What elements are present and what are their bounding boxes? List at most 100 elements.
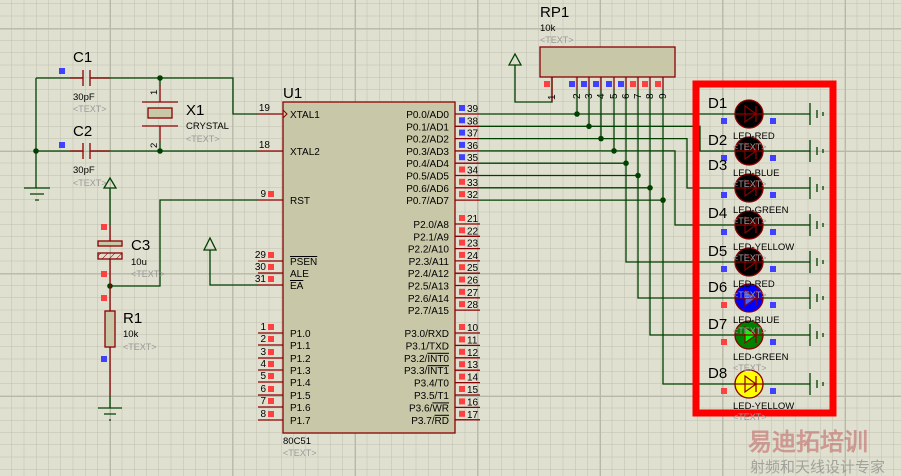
u1-pin-26[interactable] — [455, 276, 480, 287]
u1-pin-2[interactable] — [258, 336, 283, 346]
pin-number: 6 — [621, 93, 632, 99]
r1-text: <TEXT> — [123, 342, 157, 352]
u1-pin-37[interactable] — [455, 129, 480, 140]
led-d3[interactable] — [721, 173, 824, 203]
led-d7[interactable] — [721, 320, 824, 350]
u1-pin-4[interactable] — [258, 361, 283, 371]
pin-name: P0.5/AD5 — [406, 172, 449, 183]
junction-dot — [635, 172, 641, 179]
rp1-pin-8[interactable] — [642, 77, 651, 89]
u1-pin-29[interactable] — [258, 252, 283, 262]
pin-number: 35 — [467, 153, 479, 164]
u1-pin-27[interactable] — [455, 288, 480, 299]
capacitor-c2[interactable] — [59, 142, 110, 159]
pin-name: P3.0/RXD — [405, 329, 449, 340]
rp1-pin-2[interactable] — [569, 77, 578, 89]
u1-pin-28[interactable] — [455, 301, 480, 311]
led-d6[interactable] — [721, 283, 824, 313]
led-d4[interactable] — [721, 210, 824, 240]
led-ref: D6 — [708, 279, 727, 296]
pin-number: 23 — [467, 239, 479, 250]
u1-pin-16[interactable] — [455, 398, 480, 409]
u1-pin-23[interactable] — [455, 239, 480, 250]
u1-pin-21[interactable] — [455, 215, 480, 225]
u1-pin-9[interactable] — [258, 191, 283, 201]
rp1-pin-3[interactable] — [581, 77, 590, 89]
pin-name: P3.6/WR — [409, 403, 449, 414]
led-d1[interactable] — [721, 99, 824, 129]
u1-pin-24[interactable] — [455, 251, 480, 262]
rp1-pin-5[interactable] — [606, 77, 615, 89]
u1-pin-39[interactable] — [455, 105, 480, 115]
pin-name: P3.3/INT1 — [404, 366, 449, 377]
u1-pin-30[interactable] — [258, 264, 283, 274]
capacitor-c1[interactable] — [59, 68, 110, 86]
pin-number: 34 — [467, 166, 479, 177]
pin-number: 3 — [584, 93, 595, 99]
microcontroller-u1[interactable] — [258, 101, 480, 434]
u1-pin-17[interactable] — [455, 410, 480, 421]
pin-name: P3.7/RD — [411, 416, 449, 427]
rp1-pin-1[interactable] — [544, 77, 553, 102]
u1-pin-32[interactable] — [455, 191, 480, 201]
u1-pin-7[interactable] — [258, 398, 283, 408]
led-type: LED-YELLOW — [733, 242, 794, 253]
u1-pin-15[interactable] — [455, 386, 480, 396]
highlight-box — [692, 80, 837, 417]
u1-pin-5[interactable] — [258, 373, 283, 383]
c1-value: 30pF — [73, 92, 95, 103]
u1-pin-38[interactable] — [455, 117, 480, 127]
u1-pin-1[interactable] — [258, 324, 283, 334]
c3-ref: C3 — [131, 237, 150, 254]
u1-pin-34[interactable] — [455, 166, 480, 177]
resistor-r1[interactable] — [101, 286, 116, 395]
capacitor-c3[interactable] — [97, 224, 123, 286]
watermark-line1: 易迪拓培训 — [748, 428, 868, 456]
u1-pin-31[interactable] — [258, 276, 283, 286]
x1-pin1: 1 — [149, 90, 160, 95]
u1-pin-35[interactable] — [455, 154, 480, 164]
led-d2[interactable] — [721, 136, 824, 166]
u1-pin-6[interactable] — [258, 386, 283, 396]
pin-name: P2.4/A12 — [408, 269, 450, 280]
u1-pin-12[interactable] — [455, 348, 480, 359]
u1-pin-10[interactable] — [455, 324, 480, 334]
crystal-x1[interactable] — [142, 86, 178, 141]
rp1-pin-7[interactable] — [630, 77, 639, 89]
u1-pin-25[interactable] — [455, 264, 480, 274]
u1-pin-3[interactable] — [258, 349, 283, 359]
u1-pin-36[interactable] — [455, 141, 480, 152]
led-ref: D3 — [708, 157, 727, 174]
led-ref: D1 — [708, 95, 727, 112]
ground-icon — [809, 251, 824, 273]
u1-pin-19[interactable] — [258, 109, 288, 119]
u1-pin-14[interactable] — [455, 373, 480, 384]
u1-pin-22[interactable] — [455, 227, 480, 237]
u1-pin-33[interactable] — [455, 178, 480, 189]
led-d5[interactable] — [721, 247, 824, 277]
u1-pin-13[interactable] — [455, 361, 480, 371]
rp1-pin-6[interactable] — [618, 77, 627, 89]
pin-name: EA — [290, 281, 304, 292]
u1-pin-8[interactable] — [258, 411, 283, 421]
rp1-pin-4[interactable] — [593, 77, 602, 89]
reset-circuit — [98, 176, 258, 421]
rp1-pin-9[interactable] — [655, 77, 664, 89]
led-type: LED-BLUE — [733, 168, 779, 179]
junction-dot — [660, 197, 666, 203]
ground-icon — [809, 287, 824, 309]
pin-name: P3.1/TXD — [406, 341, 449, 352]
u1-pin-11[interactable] — [455, 336, 480, 347]
pin-number: 31 — [255, 274, 267, 285]
led-ref: D7 — [708, 316, 727, 333]
resistor-pack-rp1[interactable] — [507, 46, 676, 103]
pin-number: 25 — [467, 263, 479, 274]
u1-part: 80C51 — [283, 436, 311, 447]
pin-number: 1 — [260, 322, 266, 333]
led-d8[interactable] — [721, 369, 824, 399]
pin-name: P3.5/T1 — [414, 391, 449, 402]
led-text: <TEXT> — [733, 326, 767, 336]
led-type: LED-GREEN — [733, 352, 789, 363]
pin-number: 38 — [467, 116, 479, 127]
